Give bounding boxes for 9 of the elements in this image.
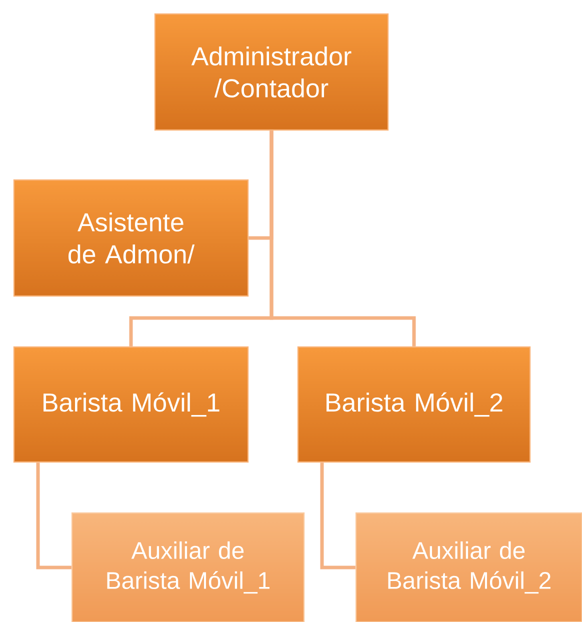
org-box: Auxiliar de Barista Móvil_1 [71,512,305,622]
connector-line [36,462,72,570]
org-box: Administrador /Contador [154,13,389,131]
org-box: Barista Móvil_2 [297,346,531,463]
org-box: Barista Móvil_1 [13,346,249,463]
connector-line [320,462,356,570]
connector-line [270,130,416,346]
org-box: Asistente de Admon/ [13,179,249,297]
org-box: Auxiliar de Barista Móvil_2 [355,512,582,622]
